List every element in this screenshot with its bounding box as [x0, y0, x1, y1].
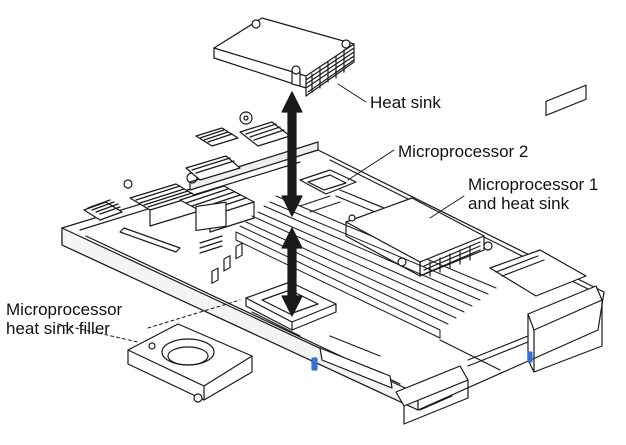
- callout-heat-sink-filler-line1: Microprocessor: [6, 300, 123, 319]
- drive-bays: [319, 84, 603, 425]
- leader-microprocessor-2: [347, 149, 395, 181]
- callout-microprocessor-1-line2: and heat sink: [468, 194, 570, 213]
- callout-heat-sink-filler-line2: heat sink filler: [6, 319, 110, 338]
- microprocessor-1-heat-sink: [345, 197, 493, 277]
- removed-heat-sink: [213, 17, 355, 97]
- callout-microprocessor-1-line1: Microprocessor 1: [468, 175, 599, 194]
- leader-heat-sink-filler: [57, 323, 139, 343]
- heat-sink-filler: [127, 242, 253, 403]
- leader-heat-sink: [337, 83, 367, 103]
- release-latches: [311, 351, 533, 371]
- dimm-slots: [235, 195, 497, 339]
- leader-lines: [57, 83, 465, 343]
- callout-heat-sink: Heat sink: [370, 93, 441, 112]
- leader-microprocessor-1: [429, 195, 465, 219]
- callout-microprocessor-2: Microprocessor 2: [398, 142, 529, 161]
- left-components: [83, 111, 291, 254]
- removal-direction-arrows: [281, 91, 303, 317]
